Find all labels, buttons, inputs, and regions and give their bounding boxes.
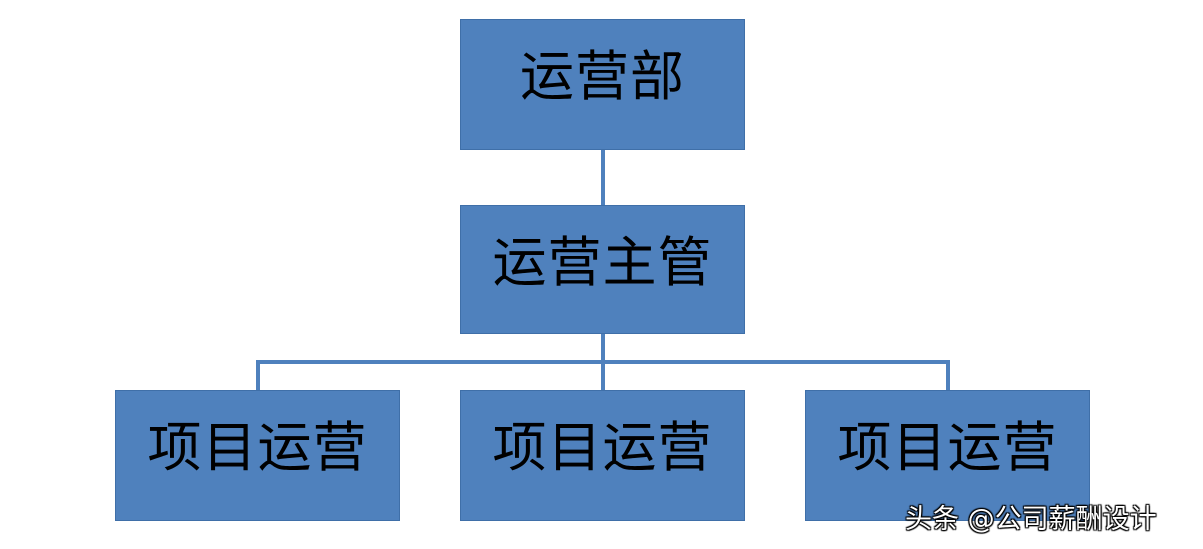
org-node-label: 运营主管: [492, 231, 713, 294]
watermark-text: 头条 @公司薪酬设计: [905, 504, 1157, 535]
org-node-project-operations-2: 项目运营: [460, 390, 745, 521]
org-node-operations-supervisor: 运营主管: [460, 205, 745, 334]
org-node-project-operations-1: 项目运营: [115, 390, 400, 521]
org-node-label: 项目运营: [147, 416, 368, 479]
org-node-label: 项目运营: [837, 416, 1058, 479]
org-node-label: 项目运营: [492, 416, 713, 479]
org-node-label: 运营部: [520, 45, 685, 108]
org-node-project-operations-3: 项目运营: [805, 390, 1090, 521]
org-node-operations-department: 运营部: [460, 19, 745, 150]
